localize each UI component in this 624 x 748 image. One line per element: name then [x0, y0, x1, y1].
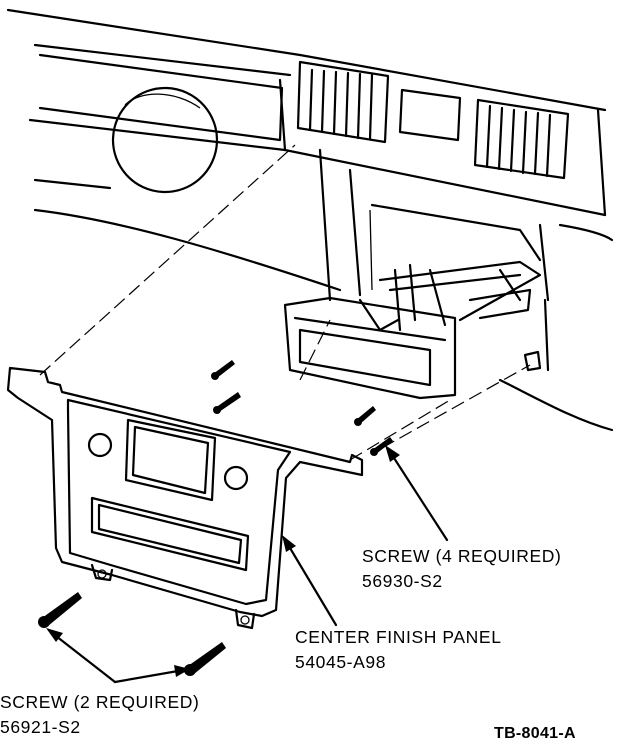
screw	[211, 360, 235, 380]
leader-arrows	[46, 445, 449, 684]
center-finish-panel	[6, 366, 364, 630]
air-vent-left	[296, 60, 390, 144]
screw	[370, 437, 393, 456]
instrument-panel	[6, 8, 614, 432]
callout-screw-4-name: SCREW (4 REQUIRED)	[362, 546, 561, 566]
screw	[213, 392, 241, 414]
screw	[184, 642, 226, 676]
callout-center-panel-part: 54045-A98	[295, 652, 386, 672]
alignment-lines	[39, 144, 531, 461]
air-vent-right	[473, 98, 570, 180]
callout-center-panel-name: CENTER FINISH PANEL	[295, 627, 502, 647]
round-gauge	[111, 86, 219, 194]
screw	[38, 592, 82, 628]
screws-upper	[211, 360, 393, 456]
figure-reference: TB-8041-A	[494, 725, 576, 742]
callout-screw-2-name: SCREW (2 REQUIRED)	[0, 692, 199, 712]
callout-screw-4-part: 56930-S2	[362, 571, 443, 591]
control-assembly	[283, 260, 542, 400]
screw	[354, 406, 376, 426]
screws-lower	[38, 592, 226, 676]
callout-screw-2-part: 56921-S2	[0, 717, 81, 737]
